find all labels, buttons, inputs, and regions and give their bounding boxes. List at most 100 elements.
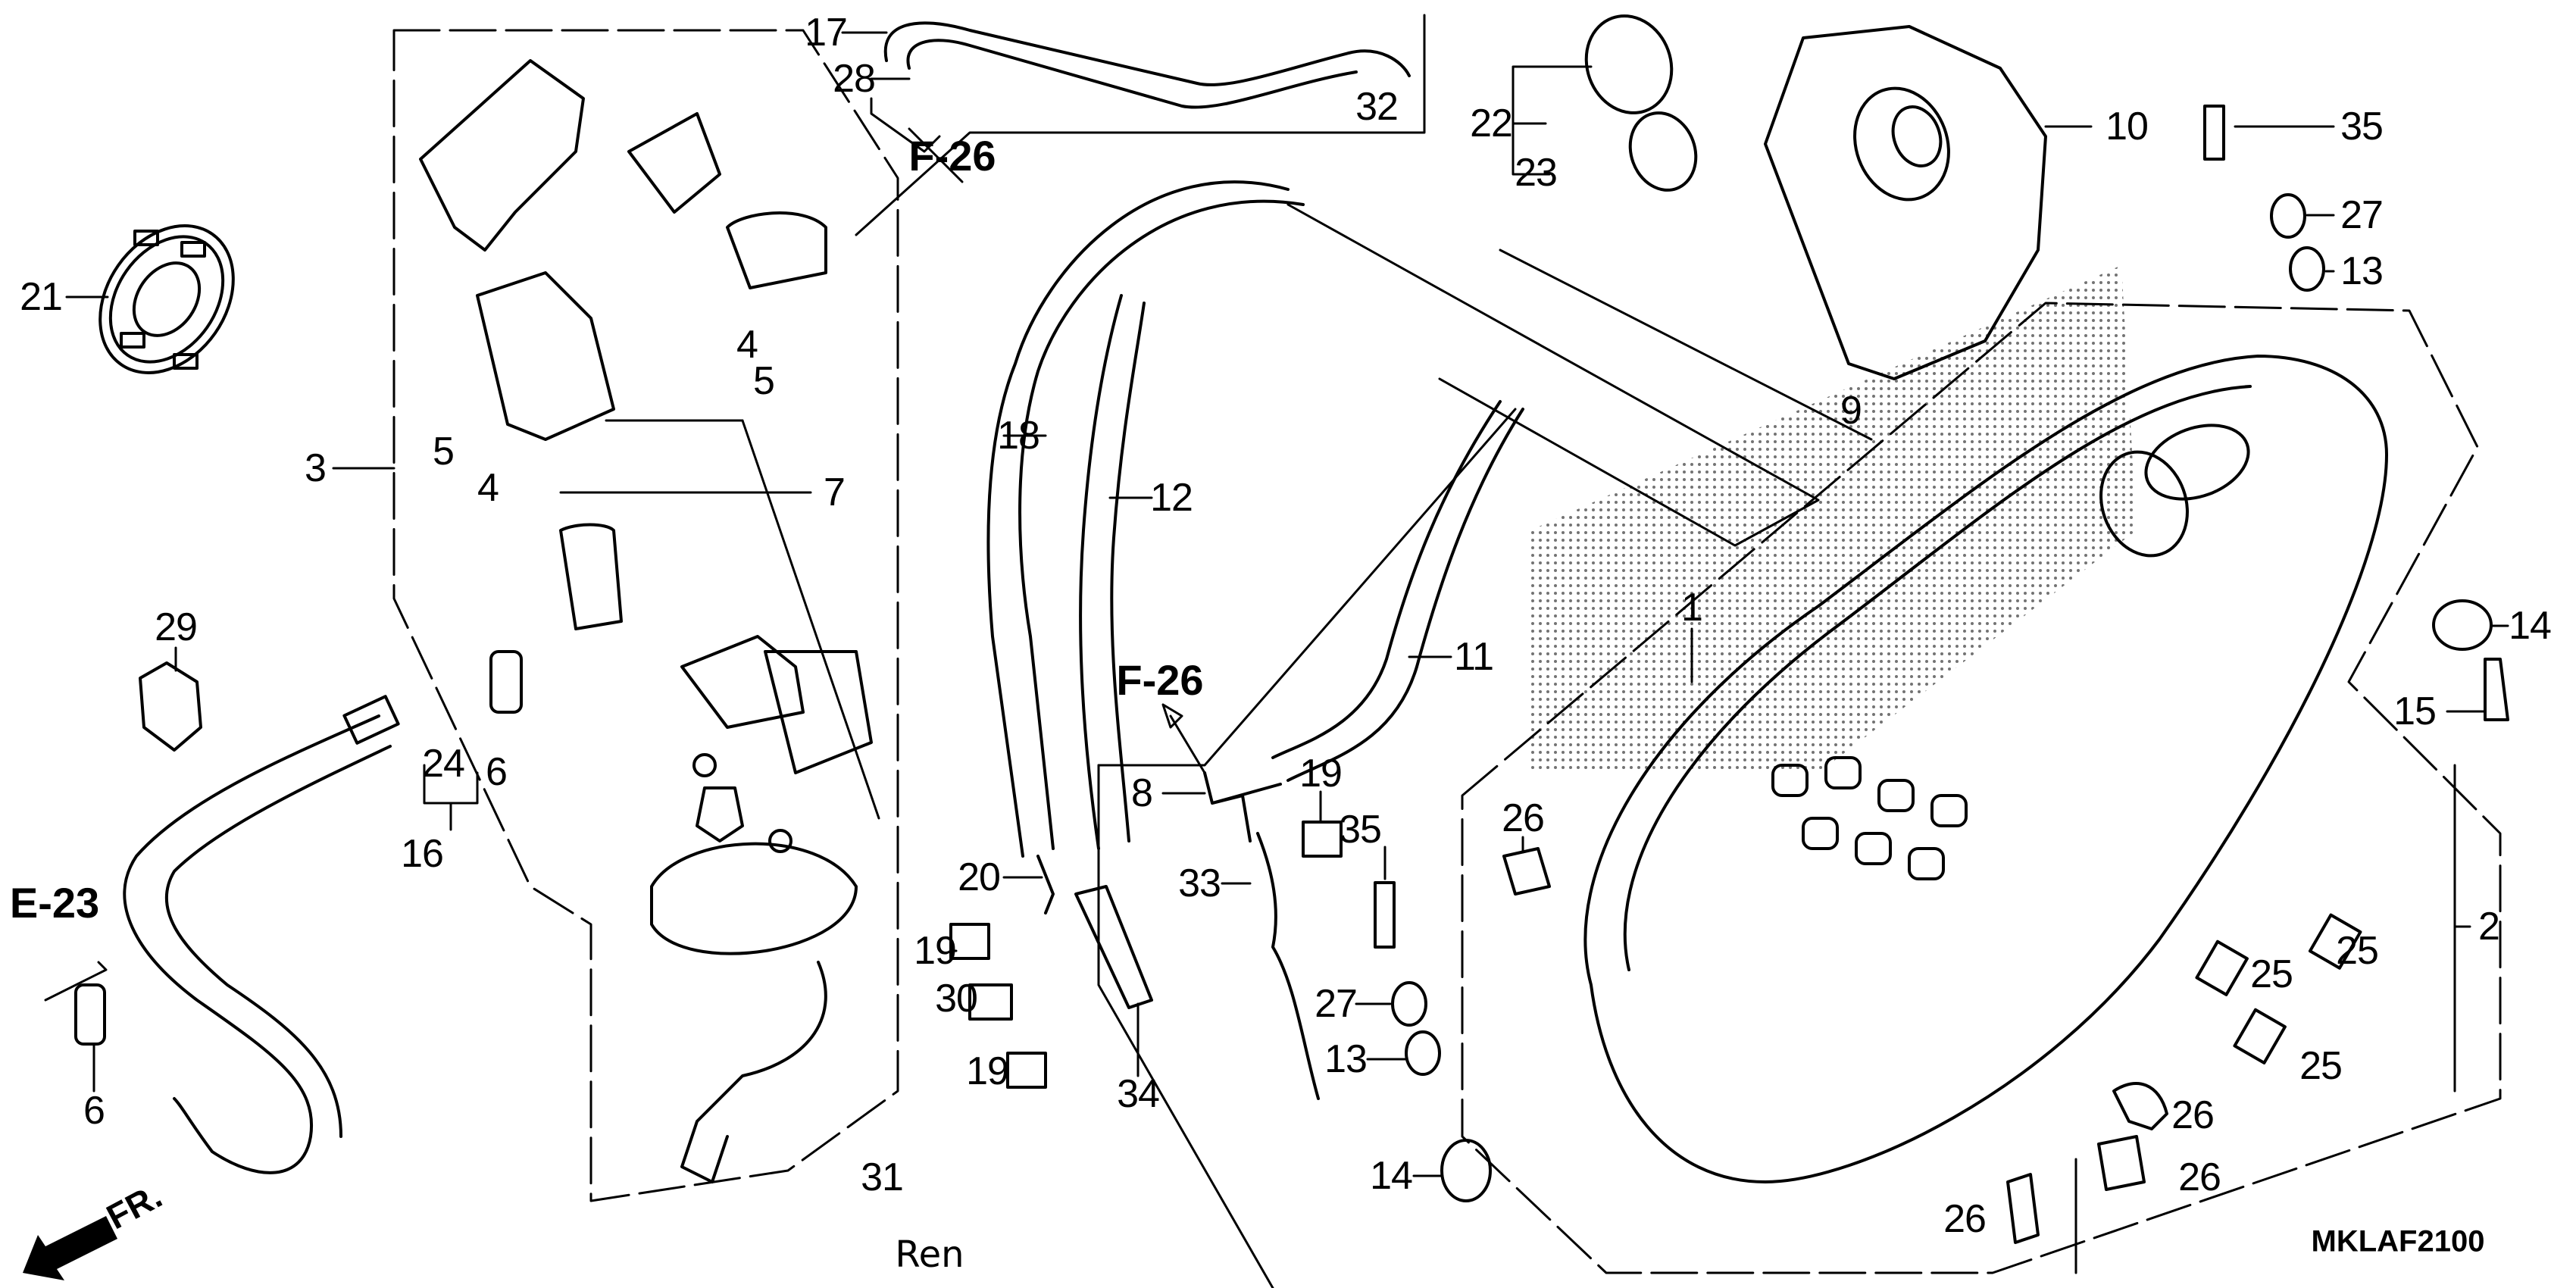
reference-f26-top[interactable]: F-26 xyxy=(908,132,996,180)
part-fuel-feed-hose xyxy=(123,714,380,1174)
callout-4-upper[interactable]: 4 xyxy=(736,323,758,367)
callout-26-right-upper[interactable]: 26 xyxy=(2171,1093,2215,1137)
callout-30[interactable]: 30 xyxy=(935,977,978,1021)
part-34-tube xyxy=(1074,885,1153,1009)
part-20-joint xyxy=(1036,855,1055,914)
callout-35-middle[interactable]: 35 xyxy=(1339,808,1382,852)
part-10-cover xyxy=(1764,25,2047,380)
part-pump-filter xyxy=(476,271,615,441)
callout-26-left[interactable]: 26 xyxy=(1502,796,1545,840)
dotted-shading-region xyxy=(1530,265,2137,773)
part-14-grommet-right xyxy=(2432,599,2493,651)
callout-12[interactable]: 12 xyxy=(1150,476,1193,520)
part-13-grommet-top xyxy=(2289,246,2325,292)
reference-f26-middle[interactable]: F-26 xyxy=(1116,656,1204,704)
callout-7[interactable]: 7 xyxy=(824,470,846,514)
part-14-grommet xyxy=(1440,1139,1492,1202)
part-26-clip-bottom xyxy=(2006,1173,2040,1244)
callout-23[interactable]: 23 xyxy=(1515,151,1558,195)
part-6-plate-left xyxy=(74,983,106,1046)
part-35-bolt-top xyxy=(2203,105,2225,161)
callout-8[interactable]: 8 xyxy=(1131,771,1153,815)
callout-6-right[interactable]: 6 xyxy=(486,750,508,794)
part-13-grommet xyxy=(1405,1030,1441,1076)
tank-group-box xyxy=(1461,302,2502,1274)
callout-11[interactable]: 11 xyxy=(1454,635,1494,679)
callout-25-b[interactable]: 25 xyxy=(2336,929,2379,973)
callout-26-bottom[interactable]: 26 xyxy=(1943,1197,1987,1241)
callout-24[interactable]: 24 xyxy=(422,742,465,786)
callout-19-upper[interactable]: 19 xyxy=(914,929,957,973)
tank-surface-bumps xyxy=(1771,756,1968,880)
callout-19-middle[interactable]: 19 xyxy=(1299,752,1343,796)
reference-e23[interactable]: E-23 xyxy=(9,879,100,927)
part-18-hose xyxy=(986,180,1290,858)
part-22-cap xyxy=(1584,14,1674,114)
part-29-clamp xyxy=(139,661,202,752)
front-direction-arrow xyxy=(23,1216,117,1280)
part-23-seal xyxy=(1628,111,1698,192)
part-11-hose xyxy=(1271,400,1502,759)
callout-31[interactable]: 31 xyxy=(861,1155,904,1199)
callout-16[interactable]: 16 xyxy=(401,832,444,876)
callout-27-top[interactable]: 27 xyxy=(2340,193,2384,237)
callout-25-c[interactable]: 25 xyxy=(2299,1044,2343,1088)
callout-14-right[interactable]: 14 xyxy=(2509,604,2552,648)
part-30-clip xyxy=(968,983,1013,1021)
part-27-washer xyxy=(1391,981,1427,1027)
part-26-clip-left xyxy=(1502,847,1551,896)
callout-13-middle[interactable]: 13 xyxy=(1324,1037,1368,1081)
callout-17[interactable]: 17 xyxy=(805,11,848,55)
part-8-joint xyxy=(1203,771,1282,843)
callout-21[interactable]: 21 xyxy=(20,275,63,319)
callout-20[interactable]: 20 xyxy=(958,855,1001,899)
callout-33[interactable]: 33 xyxy=(1178,861,1221,905)
part-1-fuel-tank xyxy=(1583,355,2388,1183)
callout-25-a[interactable]: 25 xyxy=(2250,952,2293,996)
part-fuel-pump xyxy=(559,523,623,630)
part-6-plate-right xyxy=(489,650,523,714)
callout-19-lower[interactable]: 19 xyxy=(966,1049,1009,1093)
watermark-text: Ren xyxy=(895,1233,964,1276)
part-35-bolt xyxy=(1374,881,1396,949)
callout-18[interactable]: 18 xyxy=(997,414,1040,458)
part-19-clip-a xyxy=(949,923,990,960)
callout-15[interactable]: 15 xyxy=(2393,689,2437,733)
callout-6-left[interactable]: 6 xyxy=(83,1089,105,1133)
arrow-to-f26 xyxy=(1161,703,1206,774)
callout-29[interactable]: 29 xyxy=(155,605,198,649)
part-25-pad-b xyxy=(2308,913,2362,970)
part-25-pad-c xyxy=(2233,1008,2287,1064)
part-26-clip-right-a xyxy=(2112,1082,2168,1130)
callout-10[interactable]: 10 xyxy=(2106,105,2149,148)
callout-14-bottom[interactable]: 14 xyxy=(1370,1154,1413,1198)
part-pump-bracket xyxy=(419,59,585,252)
part-fuel-level-sender xyxy=(627,112,827,289)
callout-34[interactable]: 34 xyxy=(1117,1072,1160,1116)
callout-27-middle[interactable]: 27 xyxy=(1315,982,1358,1026)
callout-13-top[interactable]: 13 xyxy=(2340,249,2384,293)
callout-3[interactable]: 3 xyxy=(305,446,327,490)
callout-32[interactable]: 32 xyxy=(1355,85,1399,129)
part-15-collar xyxy=(2484,658,2509,721)
diagram-code: MKLAF2100 xyxy=(2311,1224,2485,1258)
callout-5-lower[interactable]: 5 xyxy=(433,430,455,474)
callout-35-top[interactable]: 35 xyxy=(2340,105,2384,148)
callout-4-lower[interactable]: 4 xyxy=(477,466,499,510)
callout-2[interactable]: 2 xyxy=(2478,905,2500,949)
part-33-hose xyxy=(1256,832,1320,1100)
part-26-clip-right-b xyxy=(2097,1135,2146,1191)
part-pump-harness xyxy=(680,961,827,1183)
part-21-ring xyxy=(98,224,235,374)
callout-28[interactable]: 28 xyxy=(833,57,876,101)
callout-9[interactable]: 9 xyxy=(1840,389,1862,433)
part-17-hose xyxy=(883,21,1411,86)
part-pump-plate xyxy=(650,842,858,955)
pump-assembly-group-box xyxy=(392,29,899,1202)
callout-5-upper[interactable]: 5 xyxy=(753,359,775,403)
part-19-clip-b xyxy=(1006,1052,1047,1089)
callout-1[interactable]: 1 xyxy=(1681,586,1703,630)
part-25-pad-a xyxy=(2195,939,2249,996)
callout-26-right-lower[interactable]: 26 xyxy=(2178,1155,2221,1199)
callout-22[interactable]: 22 xyxy=(1470,102,1513,145)
